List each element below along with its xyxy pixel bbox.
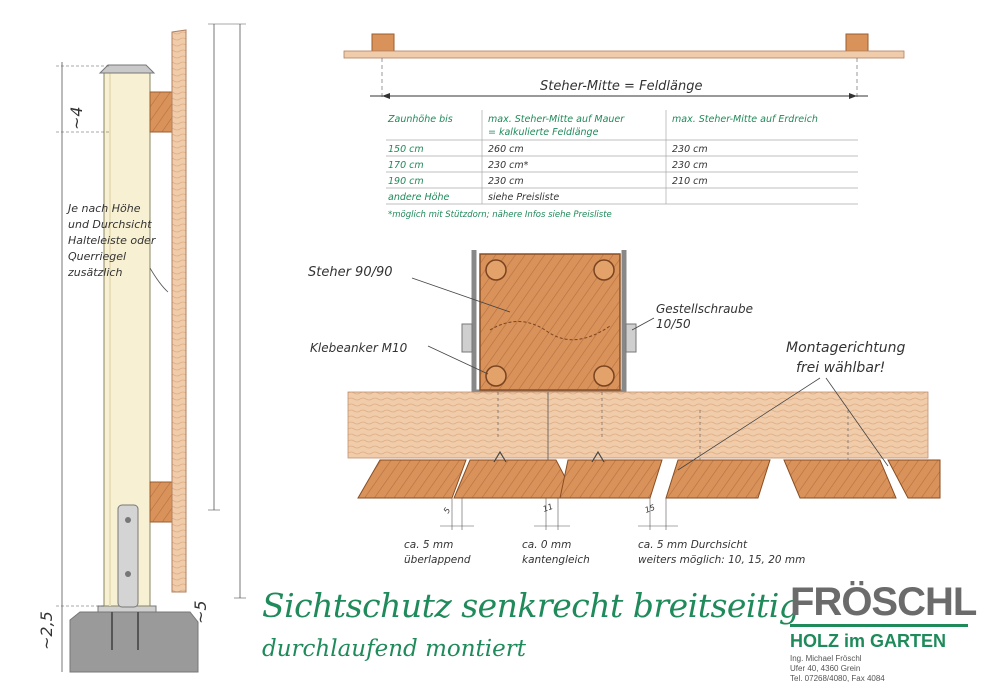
dimension-bottom-height: ~2,5 [37, 611, 56, 650]
table-cell-wall: 260 cm [488, 144, 524, 155]
side-note-line: Je nach Höhe [66, 202, 141, 215]
side-note-line: Querriegel [68, 250, 126, 263]
side-note-line: Halteleiste oder [68, 234, 157, 247]
bottom-rail [149, 481, 175, 523]
gap-mark: 11 [542, 502, 555, 514]
gap-caption: ca. 5 mm [404, 539, 453, 551]
gap-mark: 15 [644, 503, 657, 515]
table-cell-ground: 210 cm [672, 176, 708, 187]
cross-section: 5 11 15 Steher 90/90 Gestellschraube 10/… [308, 250, 941, 566]
vertical-board [171, 29, 187, 593]
anchor-hole [593, 365, 615, 387]
board-section [357, 459, 467, 499]
plan-view: Steher-Mitte = Feldlänge [343, 33, 905, 100]
table-header: max. Steher-Mitte auf Erdreich [672, 114, 818, 125]
anchor-label: Klebeanker M10 [310, 341, 408, 355]
gap-caption: ca. 5 mm Durchsicht [638, 539, 748, 551]
post-cap [98, 64, 156, 74]
steel-bracket [117, 504, 139, 608]
table-footnote: *möglich mit Stützdorn; nähere Infos sie… [388, 210, 612, 220]
gap-caption: überlappend [404, 554, 471, 566]
address-line: Ing. Michael Fröschl [790, 654, 862, 663]
drawing-subtitle: durchlaufend montiert [262, 636, 526, 662]
side-note: Je nach Höhe und Durchsicht Halteleiste … [66, 202, 157, 279]
plan-spacing-label: Steher-Mitte = Feldlänge [540, 79, 703, 94]
table-cell-ground: 230 cm [672, 160, 708, 171]
top-rail [149, 91, 175, 133]
board-section [559, 459, 663, 499]
company-tagline: HOLZ im GARTEN [790, 631, 946, 651]
table-header: = kalkulierte Feldlänge [488, 127, 599, 138]
table-header: Zaunhöhe bis [387, 114, 453, 125]
table-cell-height: 190 cm [388, 176, 424, 187]
logo-divider [790, 624, 968, 627]
company-logo: FRÖSCHL HOLZ im GARTEN Ing. Michael Frös… [790, 580, 977, 684]
anchor-hole [593, 259, 615, 281]
anchor-hole [485, 259, 507, 281]
company-address: Ing. Michael Fröschl Ufer 40, 4360 Grein… [790, 654, 970, 684]
concrete-foundation [69, 611, 199, 673]
drawing-title: Sichtschutz senkrecht breitseitig [262, 586, 800, 625]
plan-board [343, 50, 905, 59]
spacing-table: Zaunhöhe bis max. Steher-Mitte auf Mauer… [386, 110, 858, 220]
dimension-right-offset: ~5 [191, 600, 210, 624]
screw-head [461, 323, 473, 353]
address-line: Ufer 40, 4360 Grein [790, 664, 861, 673]
board-section [887, 459, 941, 499]
side-elevation: ~4 ~2,5 ~5 Je nach Höhe und Durchsicht H… [37, 23, 246, 673]
gap-mark: 5 [442, 506, 452, 515]
gap-caption: ca. 0 mm [522, 539, 571, 551]
gap-caption: weiters möglich: 10, 15, 20 mm [638, 554, 805, 566]
board-section [665, 459, 771, 499]
table-cell-height: 170 cm [388, 160, 424, 171]
table-cell-wall: 230 cm [488, 176, 524, 187]
screw-label: 10/50 [656, 317, 691, 331]
table-cell-wall: siehe Preisliste [488, 192, 559, 203]
anchor-hole [485, 365, 507, 387]
table-header: max. Steher-Mitte auf Mauer [488, 114, 625, 125]
horizontal-rail [347, 391, 929, 459]
table-cell-height: 150 cm [388, 144, 424, 155]
direction-label: frei wählbar! [796, 360, 885, 376]
side-note-line: und Durchsicht [68, 218, 152, 231]
screw-label: Gestellschraube [656, 302, 753, 316]
table-cell-ground: 230 cm [672, 144, 708, 155]
gap-caption: kantengleich [522, 554, 590, 566]
screw-head [625, 323, 637, 353]
direction-label: Montagerichtung [786, 340, 906, 356]
dimension-top-height: ~4 [67, 106, 86, 130]
table-cell-wall: 230 cm* [488, 160, 529, 171]
board-section [783, 459, 897, 499]
side-note-line: zusätzlich [67, 266, 122, 279]
post-label: Steher 90/90 [308, 265, 393, 280]
board-section [453, 459, 577, 499]
table-cell-height: andere Höhe [388, 192, 449, 203]
company-name: FRÖSCHL [790, 580, 977, 624]
address-line: Tel. 07268/4080, Fax 4084 [790, 674, 885, 683]
